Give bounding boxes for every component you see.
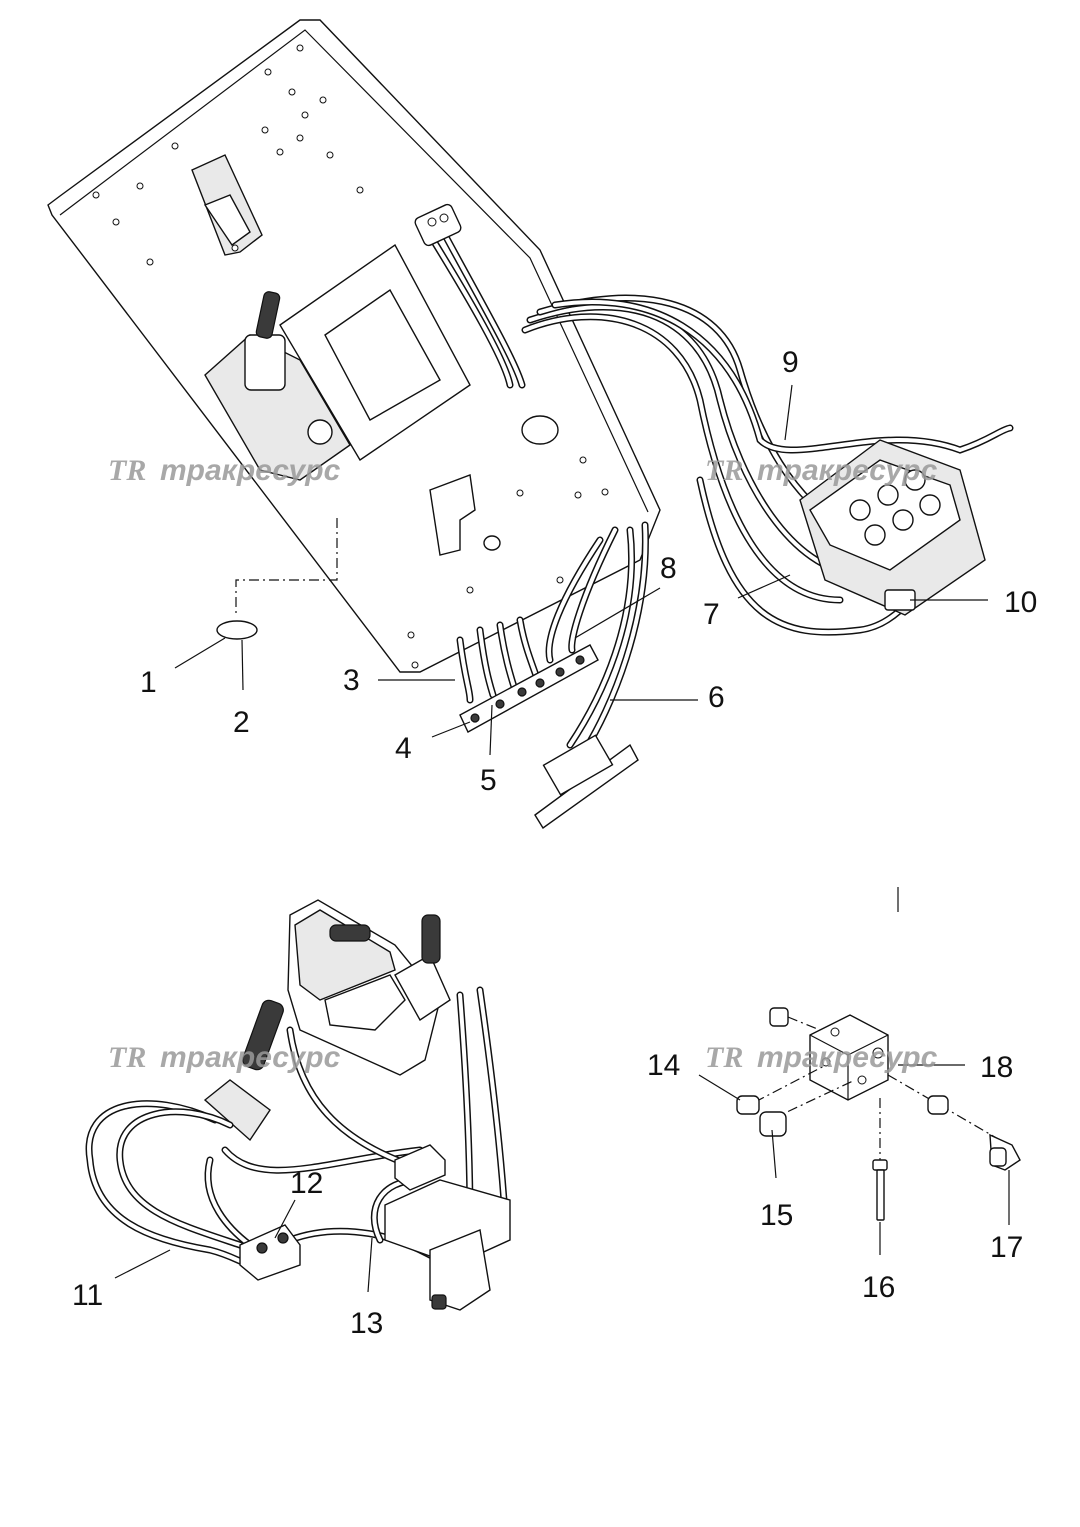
watermark-text: тракресурс bbox=[160, 1041, 341, 1074]
left-joystick-boot bbox=[203, 1079, 271, 1142]
bolt-16 bbox=[872, 1159, 888, 1221]
fitting-14 bbox=[736, 1095, 760, 1115]
manifold-rail-upper bbox=[459, 644, 599, 733]
elbow-17 bbox=[989, 1133, 1021, 1171]
callout-11: 11 bbox=[72, 1279, 103, 1312]
callout-13: 13 bbox=[350, 1307, 383, 1340]
watermark-text: тракресурс bbox=[160, 454, 341, 487]
junction-block bbox=[239, 1224, 301, 1281]
callout-6: 6 bbox=[708, 681, 725, 714]
lower-assembly bbox=[85, 899, 511, 1311]
callout-14: 14 bbox=[647, 1049, 680, 1082]
watermark-logo: TR bbox=[108, 1041, 146, 1074]
watermark-1: TR тракресурс bbox=[108, 454, 341, 487]
plate-holes bbox=[92, 44, 609, 669]
fitting-right bbox=[927, 1095, 949, 1115]
callout-4: 4 bbox=[395, 732, 412, 765]
floor-plate-assembly bbox=[47, 19, 661, 673]
watermark-logo: TR bbox=[108, 454, 146, 487]
exploded-block bbox=[736, 887, 1021, 1221]
right-joystick-handle bbox=[421, 914, 441, 964]
callout-10: 10 bbox=[1004, 586, 1037, 619]
callout-2: 2 bbox=[233, 706, 250, 739]
watermark-text: тракресурс bbox=[757, 1041, 938, 1074]
callout-8: 8 bbox=[660, 552, 677, 585]
bulkhead-connector bbox=[414, 203, 462, 247]
callout-12: 12 bbox=[290, 1167, 323, 1200]
callout-16: 16 bbox=[862, 1271, 895, 1304]
callout-labels: 1 2 3 4 5 6 7 8 9 10 11 12 13 14 15 16 1… bbox=[72, 346, 1037, 1340]
control-valve bbox=[799, 439, 986, 616]
callout-3: 3 bbox=[343, 664, 360, 697]
watermark-2: TR тракресурс bbox=[705, 454, 938, 487]
watermark-logo: TR bbox=[705, 1041, 743, 1074]
watermark-logo: TR bbox=[705, 454, 743, 487]
joystick-handle bbox=[255, 291, 281, 339]
left-joystick-handle bbox=[242, 999, 284, 1071]
callout-17: 17 bbox=[990, 1231, 1023, 1264]
callout-18: 18 bbox=[980, 1051, 1013, 1084]
plug-part bbox=[216, 620, 258, 640]
watermark-4: TR тракресурс bbox=[705, 1041, 938, 1074]
callout-5: 5 bbox=[480, 764, 497, 797]
watermark-text: тракресурс bbox=[757, 454, 938, 487]
block-body bbox=[809, 1014, 889, 1101]
fitting-top bbox=[769, 1007, 789, 1027]
callout-9: 9 bbox=[782, 346, 799, 379]
callout-15: 15 bbox=[760, 1199, 793, 1232]
manifold-fittings bbox=[470, 655, 585, 723]
leader-lines bbox=[114, 384, 1010, 1293]
fitting-15 bbox=[759, 1111, 787, 1137]
callout-1: 1 bbox=[140, 666, 157, 699]
callout-7: 7 bbox=[703, 598, 720, 631]
watermark-3: TR тракресурс bbox=[108, 1041, 341, 1074]
